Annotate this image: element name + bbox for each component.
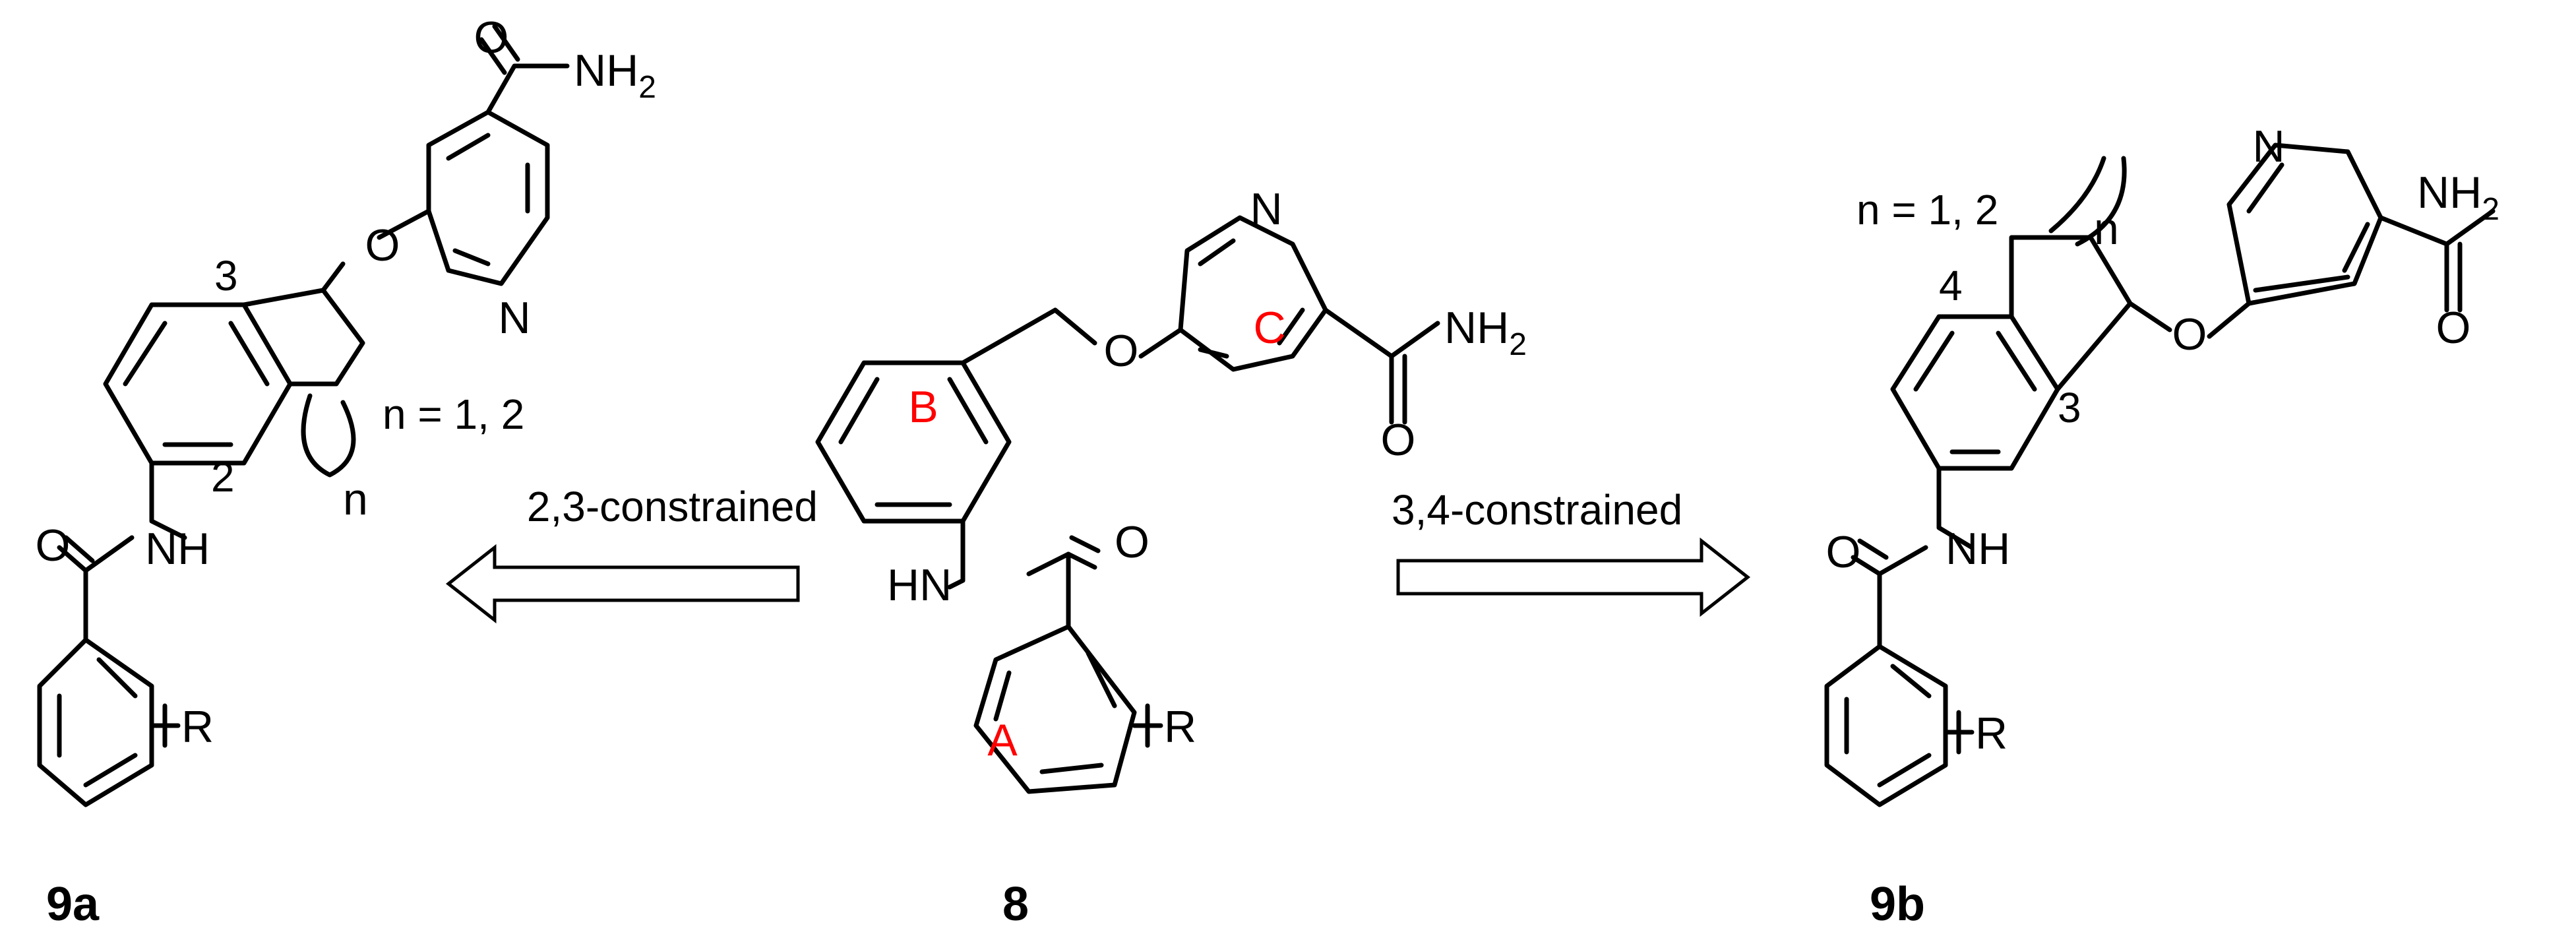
n-label: n xyxy=(2094,204,2119,254)
oxygen-atom: O xyxy=(365,220,400,270)
compound-label-9b: 9b xyxy=(1870,878,1925,931)
ether-oxygen: O xyxy=(2172,309,2207,360)
n-label: n xyxy=(343,474,368,524)
constraint-label-9b: 3,4-constrained xyxy=(1392,486,1682,534)
compound-8: B C A O N O NH2 HN O R 8 xyxy=(815,184,1527,931)
compound-label-8: 8 xyxy=(1002,878,1029,931)
compound-9b: n = 1, 2 n 4 3 O N O NH2 NH O R 9b xyxy=(1824,121,2499,931)
position-3-label: 3 xyxy=(214,252,238,299)
pyridine-nitrogen: N xyxy=(2252,121,2285,172)
r-substituent: R xyxy=(181,702,214,752)
r-substituent: R xyxy=(1164,702,1196,752)
compound-9a: O N O NH2 NH O R n 3 2 n = 1, 2 9a xyxy=(36,13,656,931)
benzoyl-oxygen: O xyxy=(36,520,71,571)
pyridine-nitrogen: N xyxy=(1250,184,1282,234)
benzoyl-oxygen: O xyxy=(1115,517,1150,567)
benzoyl-oxygen: O xyxy=(1826,527,1861,577)
amide-nh: NH xyxy=(145,524,210,574)
position-4-label: 4 xyxy=(1939,262,1963,309)
n-values-9b: n = 1, 2 xyxy=(1856,186,1998,234)
compound-label-9a: 9a xyxy=(46,878,100,931)
amide-nh2: NH2 xyxy=(1444,303,1527,362)
position-3-label: 3 xyxy=(2058,384,2081,431)
ether-oxygen: O xyxy=(1104,326,1139,376)
amide-nh2: NH2 xyxy=(574,46,656,105)
carbonyl-oxygen: O xyxy=(1381,415,1416,465)
arrow-2-3-constrained: 2,3-constrained xyxy=(445,483,818,624)
carbonyl-oxygen: O xyxy=(474,13,509,63)
position-2-label: 2 xyxy=(211,453,235,501)
ring-label-a: A xyxy=(987,715,1018,765)
n-values-9a: n = 1, 2 xyxy=(383,391,524,438)
ring-label-c: C xyxy=(1253,303,1285,353)
r-substituent: R xyxy=(1975,708,2008,759)
ring-label-b: B xyxy=(908,382,938,432)
nitrogen-atom: N xyxy=(498,293,530,343)
constraint-label-9a: 2,3-constrained xyxy=(527,483,818,530)
carbonyl-oxygen: O xyxy=(2436,303,2471,353)
amide-hn: HN xyxy=(887,560,952,610)
amide-nh: NH xyxy=(1946,524,2010,574)
amide-nh2: NH2 xyxy=(2417,168,2499,227)
arrow-3-4-constrained: 3,4-constrained xyxy=(1392,486,1751,617)
